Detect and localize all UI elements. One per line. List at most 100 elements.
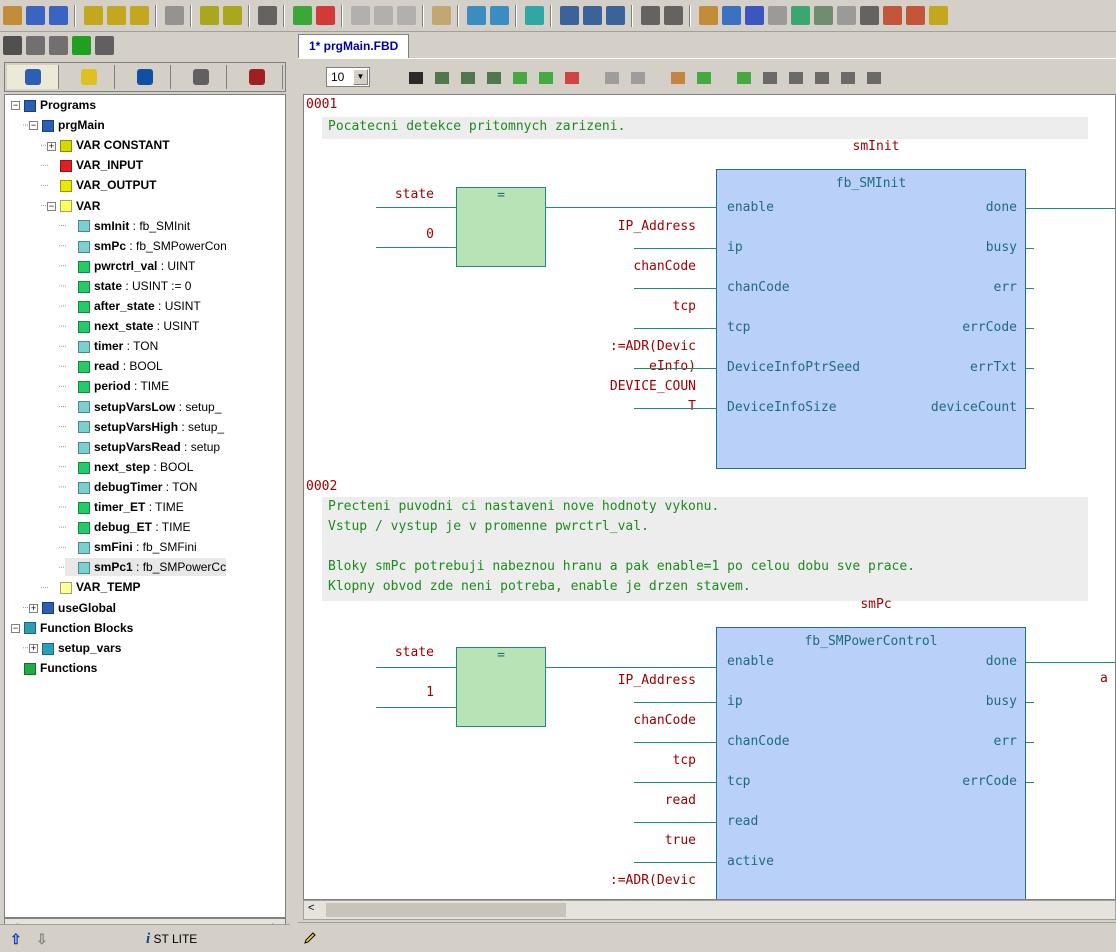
stop-icon[interactable] (316, 6, 335, 25)
align2-icon[interactable] (812, 68, 832, 88)
export-icon[interactable] (490, 6, 509, 25)
pointer-icon[interactable] (406, 68, 426, 88)
save-disk-icon[interactable] (745, 6, 764, 25)
e-icon[interactable] (525, 6, 544, 25)
import-icon[interactable] (467, 6, 486, 25)
align1-icon[interactable] (786, 68, 806, 88)
open-icon[interactable] (3, 6, 22, 25)
project-icon[interactable] (3, 36, 22, 55)
zoom-select[interactable]: 10 ▼ (326, 67, 370, 87)
tree-node[interactable]: setupVarsLow : setup_ (65, 398, 221, 416)
docs-icon[interactable] (26, 36, 45, 55)
build-icon[interactable] (84, 6, 103, 25)
tree-node[interactable]: VAR_INPUT (47, 156, 143, 174)
undo-icon[interactable] (668, 68, 688, 88)
download-icon[interactable] (200, 6, 219, 25)
line-icon[interactable] (432, 68, 452, 88)
block-icon[interactable] (510, 68, 530, 88)
find2-icon[interactable] (628, 68, 648, 88)
tree-node[interactable]: state : USINT := 0 (65, 277, 191, 295)
run-icon[interactable] (293, 6, 312, 25)
tab-prgmain-fbd[interactable]: 1* prgMain.FBD (298, 34, 410, 58)
tree-node[interactable]: +setup_vars (29, 639, 121, 657)
chevron-down-icon[interactable]: ▼ (353, 69, 368, 85)
tree-node[interactable]: −prgMain (29, 116, 105, 134)
settings-icon[interactable] (734, 68, 754, 88)
tree-node[interactable]: smFini : fb_SMFini (65, 538, 197, 556)
tree-node[interactable]: −VAR (47, 197, 100, 215)
step-into-icon[interactable] (351, 6, 370, 25)
panel-icon[interactable] (95, 36, 114, 55)
tree-node[interactable]: setupVarsHigh : setup_ (65, 418, 224, 436)
network-icon[interactable] (883, 6, 902, 25)
compare-block[interactable]: = (456, 647, 546, 727)
arrow-up-icon[interactable]: ⇧ (10, 931, 22, 947)
tab-4[interactable] (231, 65, 283, 89)
tree-node[interactable]: debug_ET : TIME (65, 518, 190, 536)
expand-icon[interactable]: + (47, 140, 56, 151)
tree-node[interactable]: period : TIME (65, 377, 169, 395)
window1-icon[interactable] (560, 6, 579, 25)
tree-node[interactable]: −Programs (11, 96, 96, 114)
tree-node[interactable]: timer : TON (65, 337, 158, 355)
build-all-icon[interactable] (107, 6, 126, 25)
step-out-icon[interactable] (397, 6, 416, 25)
tree-node[interactable]: next_step : BOOL (65, 458, 193, 476)
tree-node[interactable]: timer_ET : TIME (65, 498, 184, 516)
copy-icon[interactable] (49, 36, 68, 55)
expand-icon[interactable]: + (29, 643, 38, 654)
tree-node[interactable]: next_state : USINT (65, 317, 199, 335)
find-icon[interactable] (602, 68, 622, 88)
arrow-down-icon[interactable]: ⇩ (36, 931, 48, 947)
library-icon[interactable] (699, 6, 718, 25)
tree-node[interactable]: smInit : fb_SMInit (65, 217, 190, 235)
layout2-icon[interactable] (664, 6, 683, 25)
binary-icon[interactable] (258, 6, 277, 25)
view1-icon[interactable] (768, 6, 787, 25)
tree-node[interactable]: Functions (11, 659, 97, 677)
collapse-icon[interactable]: − (29, 120, 38, 131)
rebuild-icon[interactable] (130, 6, 149, 25)
tree-node[interactable]: debugTimer : TON (65, 478, 197, 496)
collapse-icon[interactable]: − (11, 100, 20, 111)
tree-node[interactable]: read : BOOL (65, 357, 163, 375)
table-icon[interactable] (760, 68, 780, 88)
new-file-icon[interactable] (165, 6, 184, 25)
bug-icon[interactable] (72, 36, 91, 55)
step-over-icon[interactable] (374, 6, 393, 25)
tree-node[interactable]: −Function Blocks (11, 619, 133, 637)
edit-icon[interactable] (432, 6, 451, 25)
panel-splitter[interactable] (290, 32, 296, 952)
compare-block[interactable]: = (456, 187, 546, 267)
network-comment[interactable]: Pocatecni detekce pritomnych zarizeni. (322, 117, 1088, 139)
tree-node[interactable]: pwrctrl_val : UINT (65, 257, 195, 275)
save-all-icon[interactable] (49, 6, 68, 25)
collapse-icon[interactable]: − (11, 622, 20, 633)
fb-icon[interactable] (536, 68, 556, 88)
window2-icon[interactable] (583, 6, 602, 25)
view2-icon[interactable] (837, 6, 856, 25)
upload-icon[interactable] (223, 6, 242, 25)
tree-node[interactable]: +useGlobal (29, 599, 116, 617)
calc-icon[interactable] (860, 6, 879, 25)
tab-0[interactable] (7, 65, 59, 89)
align4-icon[interactable] (864, 68, 884, 88)
tree-node[interactable]: setupVarsRead : setup (65, 438, 220, 456)
network-comment[interactable]: Precteni puvodni ci nastaveni nove hodno… (322, 497, 1088, 601)
tree-node[interactable]: VAR_OUTPUT (47, 176, 156, 194)
collapse-icon[interactable]: − (47, 200, 56, 211)
save-icon[interactable] (26, 6, 45, 25)
tab-3[interactable] (175, 65, 227, 89)
tree-node[interactable]: VAR_TEMP (47, 578, 140, 596)
tab-1[interactable] (63, 65, 115, 89)
grid-icon[interactable] (814, 6, 833, 25)
tree-node[interactable]: smPc1 : fb_SMPowerCc (65, 558, 227, 577)
book-icon[interactable] (906, 6, 925, 25)
jump-icon[interactable] (458, 68, 478, 88)
editor-horizontal-scrollbar[interactable]: < (303, 900, 1116, 920)
globe-icon[interactable] (722, 6, 741, 25)
tab-2[interactable] (119, 65, 171, 89)
redo-icon[interactable] (694, 68, 714, 88)
